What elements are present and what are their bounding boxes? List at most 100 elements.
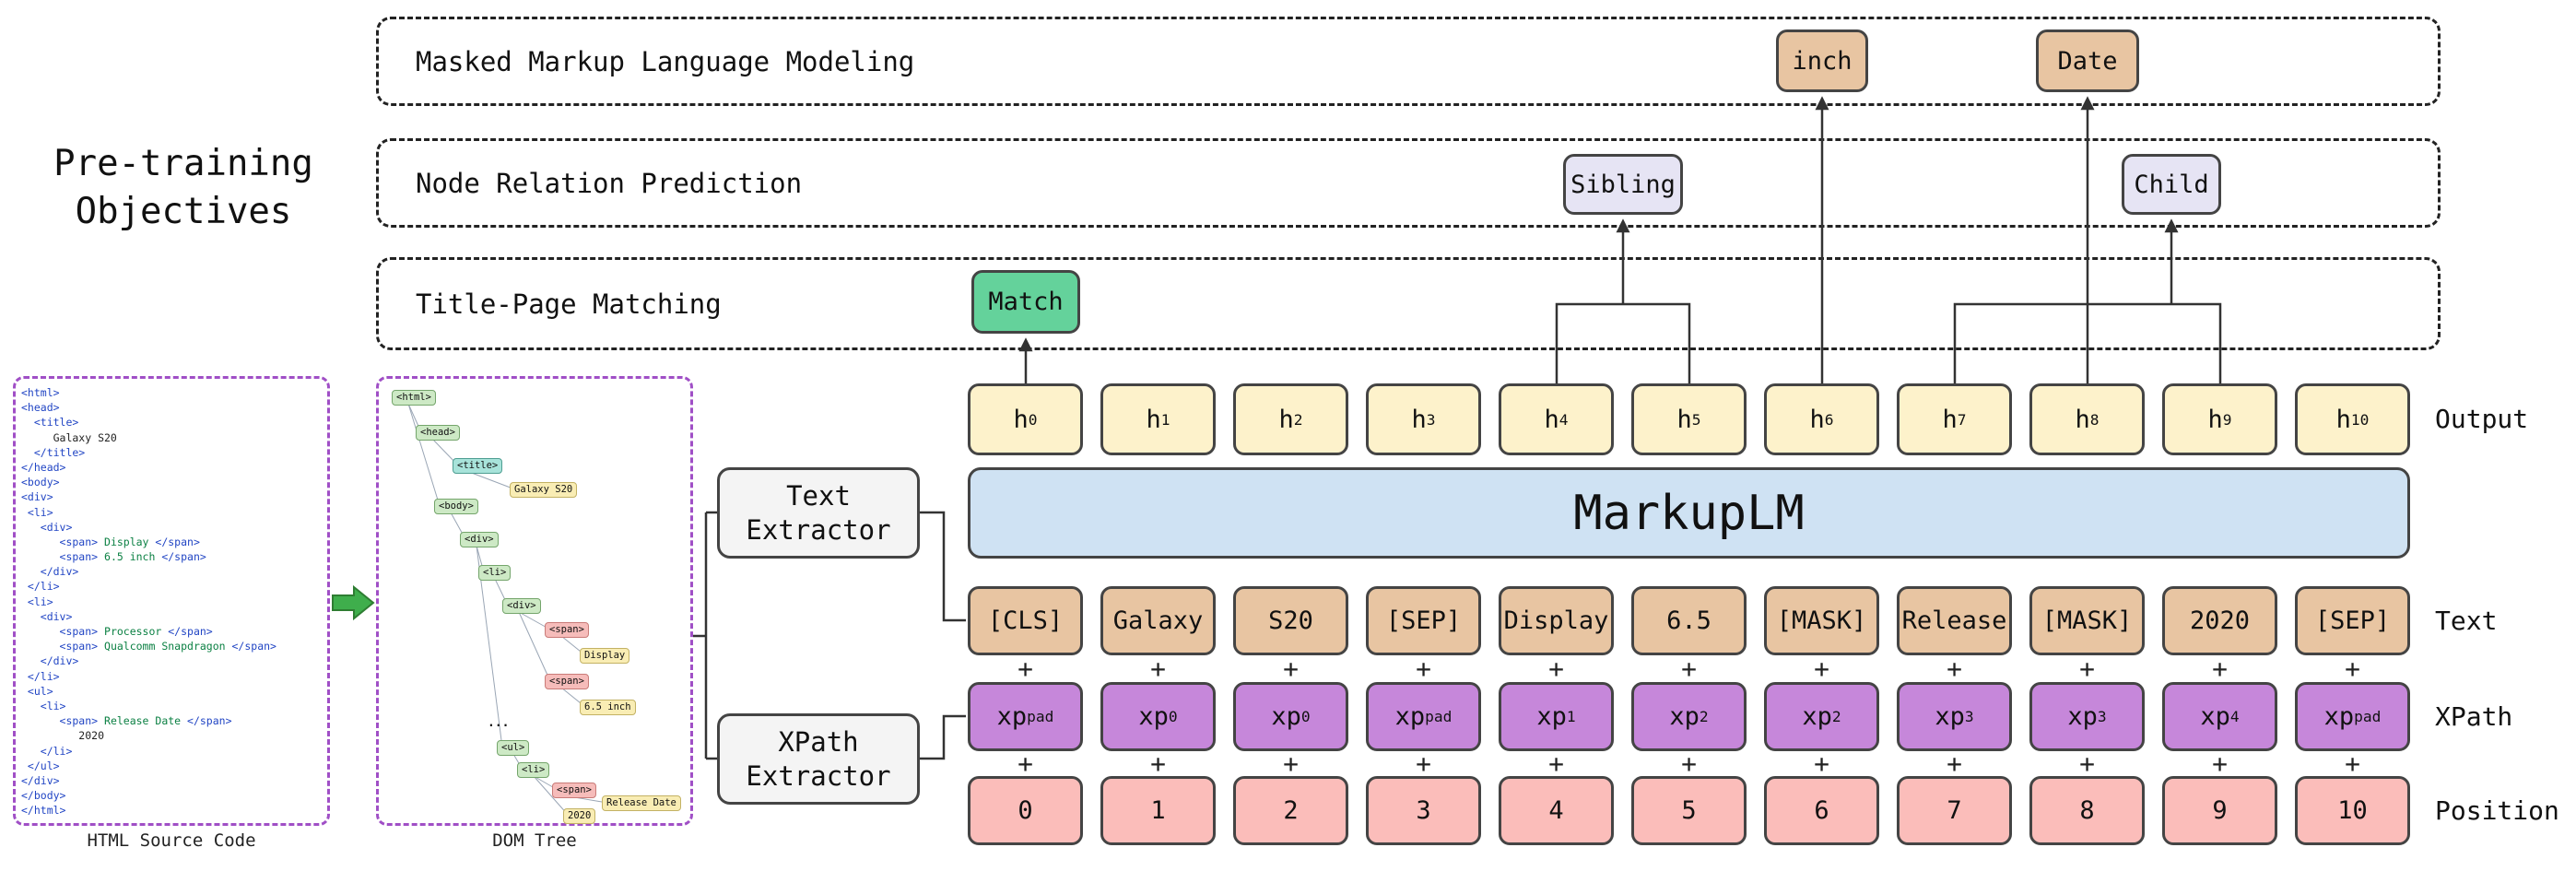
code-line: <li> (21, 594, 53, 608)
position-row-token-5: 5 (1631, 776, 1747, 845)
objective-label-title-page-matching: Title-Page Matching (416, 288, 722, 320)
code-line: <head> (21, 401, 60, 415)
position-row-token-3: 3 (1366, 776, 1481, 845)
plus-row-1: +++++++++++ (968, 653, 2410, 684)
dom-tree-node: ... (488, 716, 510, 730)
code-line: <span> Processor </span> (21, 625, 213, 638)
code-line: <body> (21, 476, 60, 489)
prediction-label-child: Child (2122, 154, 2221, 215)
code-line: <span> Qualcomm Snapdragon </span> (21, 640, 276, 653)
position-row-token-0: 0 (968, 776, 1083, 845)
plus-sign: + (1681, 653, 1697, 684)
plus-row-2: +++++++++++ (968, 748, 2410, 779)
plus-sign: + (2345, 748, 2360, 779)
code-line: </li> (21, 580, 60, 594)
extractor-output-connectors (920, 511, 966, 760)
dom-tree-node: <li> (517, 762, 550, 778)
output-row-label: Output (2435, 404, 2529, 434)
position-row-token-10: 10 (2295, 776, 2410, 845)
pretraining-title-line2: Objectives (75, 191, 292, 232)
code-line: </body> (21, 789, 66, 803)
code-line: </div> (21, 565, 79, 579)
text-row-token-3: [SEP] (1366, 586, 1481, 655)
position-row-token-7: 7 (1897, 776, 2012, 845)
dom-tree-node: <li> (478, 565, 512, 581)
position-row-token-6: 6 (1764, 776, 1879, 845)
code-line: </li> (21, 744, 73, 758)
dom-tree-node: <span> (545, 674, 589, 689)
plus-sign: + (2079, 653, 2095, 684)
text-extractor-box: Text Extractor (717, 467, 920, 559)
pretraining-title-line1: Pre-training (53, 143, 313, 184)
dom-tree-node: <html> (392, 390, 436, 406)
html-source-code: <html> <head> <title> Galaxy S20 </title>… (16, 379, 327, 824)
code-line: </ul> (21, 759, 60, 772)
plus-sign: + (1017, 653, 1033, 684)
plus-sign: + (1150, 748, 1166, 779)
plus-sign: + (1681, 748, 1697, 779)
code-line: <div> (21, 490, 53, 504)
dom-tree-node: Release Date (602, 795, 681, 811)
text-row-token-5: 6.5 (1631, 586, 1747, 655)
code-line: <title> (21, 416, 79, 430)
xpath-row-label: XPath (2435, 701, 2513, 732)
dom-tree-node: <span> (545, 622, 589, 638)
text-row-token-0: [CLS] (968, 586, 1083, 655)
position-row-token-4: 4 (1499, 776, 1614, 845)
plus-sign: + (1548, 653, 1564, 684)
markuplm-model-box: MarkupLM (968, 467, 2410, 559)
extractor-input-connectors (693, 511, 717, 760)
xpath-extractor-label-line1: XPath (778, 725, 859, 758)
code-line: </li> (21, 669, 60, 683)
text-extractor-label-line1: Text (786, 479, 851, 512)
code-line: 2020 (21, 729, 105, 743)
code-line: <div> (21, 609, 73, 623)
text-row-token-8: [MASK] (2029, 586, 2145, 655)
plus-sign: + (1017, 748, 1033, 779)
text-extractor-label-line2: Extractor (746, 513, 891, 546)
xpath-extractor-label-line2: Extractor (746, 759, 891, 792)
dom-tree-node: <span> (552, 783, 596, 798)
text-row-token-2: S20 (1233, 586, 1348, 655)
code-line: </html> (21, 804, 66, 818)
prediction-token-inch: inch (1776, 29, 1868, 92)
code-line: Galaxy S20 (21, 430, 117, 444)
position-row-token-8: 8 (2029, 776, 2145, 845)
code-line: <html> (21, 386, 60, 399)
green-arrow-icon (332, 584, 375, 621)
plus-sign: + (2212, 653, 2228, 684)
code-line: <span> 6.5 inch </span> (21, 550, 206, 564)
code-line: </title> (21, 445, 86, 459)
dom-tree-panel: <html><head><title>Galaxy S20<body><div>… (376, 376, 693, 826)
code-line: <li> (21, 699, 66, 712)
prediction-token-date: Date (2036, 29, 2139, 92)
plus-sign: + (1150, 653, 1166, 684)
objective-label-node-relation: Node Relation Prediction (416, 167, 803, 199)
objective-label-masked-markup-lm: Masked Markup Language Modeling (416, 45, 915, 77)
text-row-token-1: Galaxy (1100, 586, 1216, 655)
position-row-token-9: 9 (2162, 776, 2277, 845)
objective-box-node-relation: Node Relation Prediction (376, 138, 2441, 228)
prediction-label-sibling: Sibling (1563, 154, 1683, 215)
dom-tree-node: 2020 (563, 808, 596, 824)
code-line: </div> (21, 654, 79, 668)
html-source-caption: HTML Source Code (87, 830, 256, 851)
code-line: <div> (21, 520, 73, 534)
